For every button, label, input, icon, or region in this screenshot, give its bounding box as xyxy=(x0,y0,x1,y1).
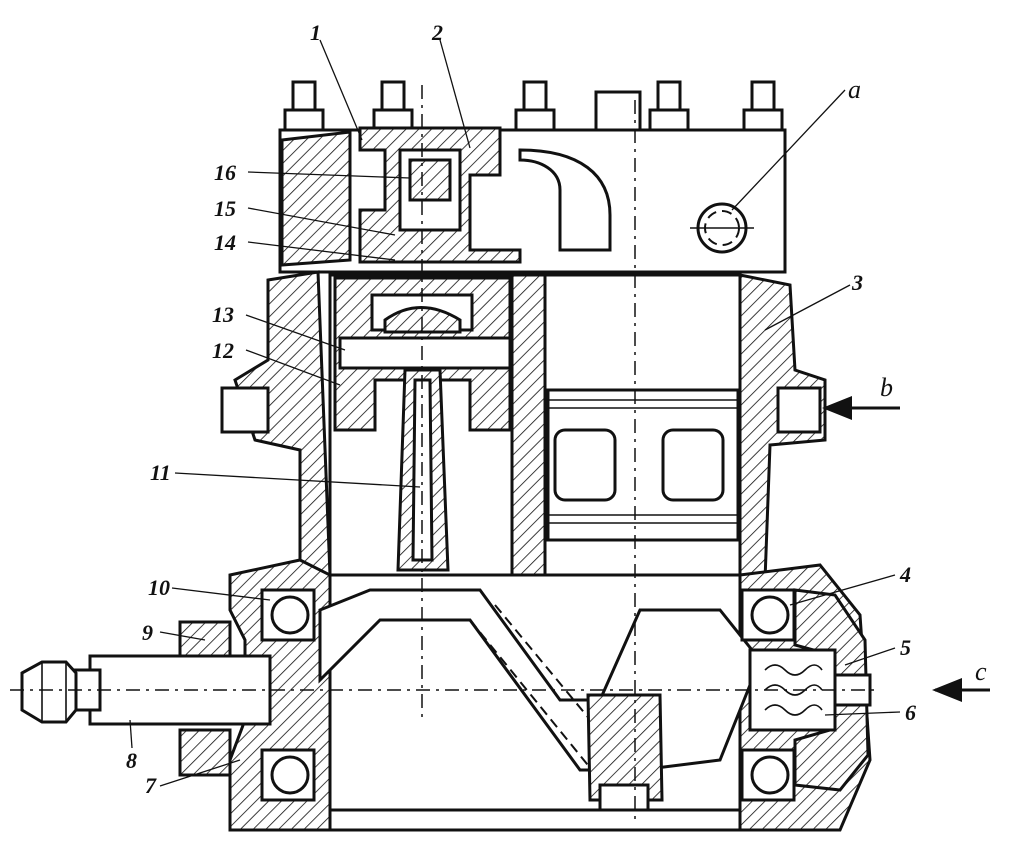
label-3: 3 xyxy=(851,270,863,295)
cylinder-head xyxy=(278,80,787,274)
callout-labels: 1 2 3 4 5 6 7 8 9 10 11 12 13 14 15 16 a… xyxy=(126,20,987,798)
head-studs xyxy=(283,80,784,132)
label-b: b xyxy=(880,373,893,402)
center-lines xyxy=(10,85,880,820)
label-15: 15 xyxy=(214,196,236,221)
label-1: 1 xyxy=(310,20,321,45)
label-11: 11 xyxy=(150,460,171,485)
label-5: 5 xyxy=(900,635,911,660)
label-8: 8 xyxy=(126,748,137,773)
label-10: 10 xyxy=(148,575,170,600)
label-7: 7 xyxy=(145,773,157,798)
label-16: 16 xyxy=(214,160,236,185)
leader-lines xyxy=(129,39,901,787)
label-6: 6 xyxy=(905,700,916,725)
label-a: a xyxy=(848,75,861,104)
label-9: 9 xyxy=(142,620,153,645)
label-13: 13 xyxy=(212,302,234,327)
flow-arrows xyxy=(822,396,990,702)
label-2: 2 xyxy=(431,20,443,45)
label-c: c xyxy=(975,657,987,686)
label-12: 12 xyxy=(212,338,234,363)
label-4: 4 xyxy=(899,562,911,587)
label-14: 14 xyxy=(214,230,236,255)
cylinder-block xyxy=(220,270,827,592)
